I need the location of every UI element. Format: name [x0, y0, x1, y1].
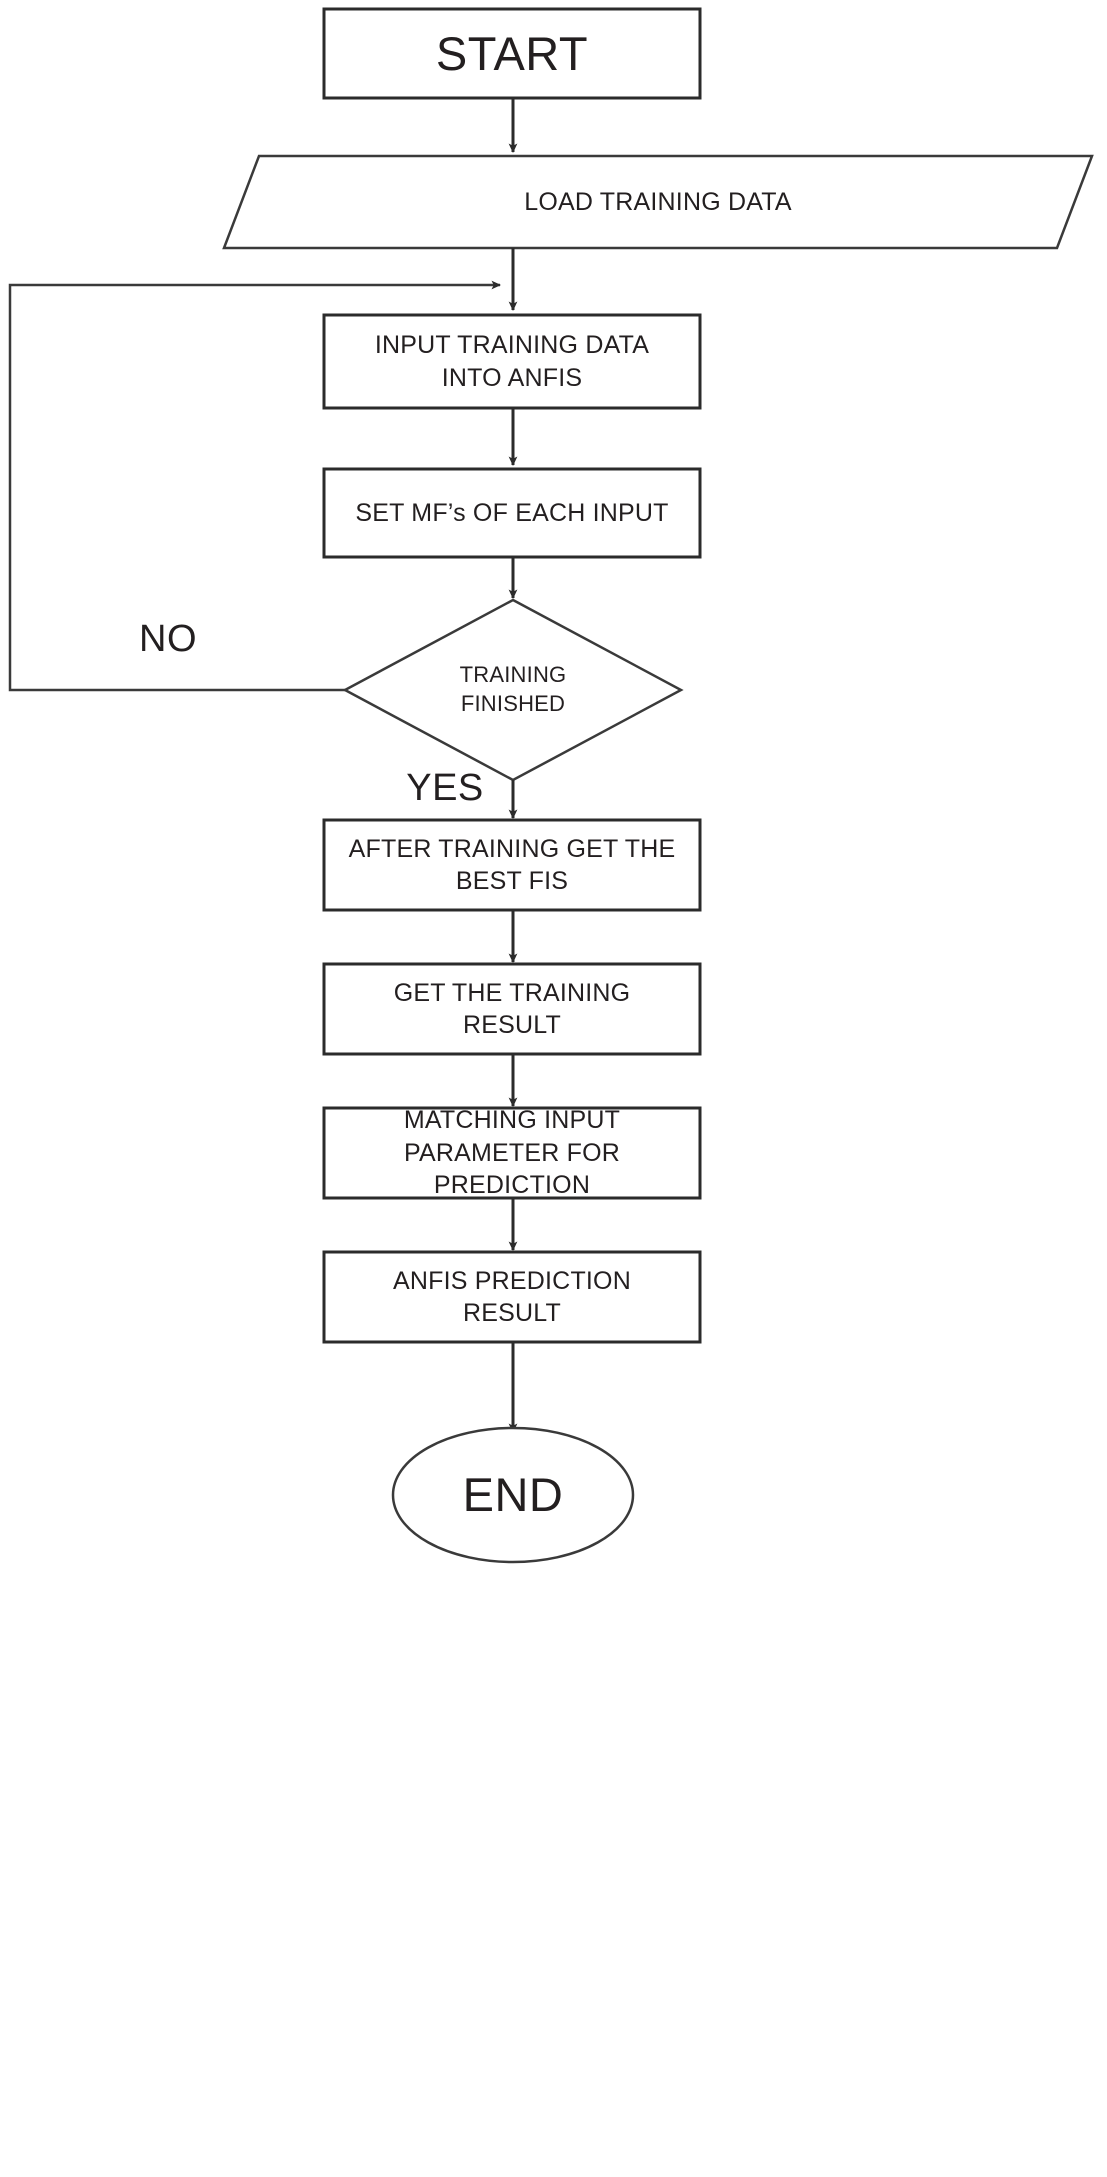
- node-set-mf-shape: [322, 467, 702, 559]
- node-start-shape: [322, 7, 702, 100]
- edge-no-loopback: [8, 280, 501, 692]
- node-training-finished-shape: [342, 598, 684, 782]
- node-input-training-data-shape: [322, 313, 702, 410]
- node-get-training-result-shape: [322, 962, 702, 1056]
- node-matching-input-shape: [322, 1106, 702, 1200]
- node-load-training-data-shape: [222, 154, 1094, 250]
- node-after-training-shape: [322, 818, 702, 912]
- node-end-shape: [391, 1426, 635, 1564]
- node-anfis-prediction-shape: [322, 1250, 702, 1344]
